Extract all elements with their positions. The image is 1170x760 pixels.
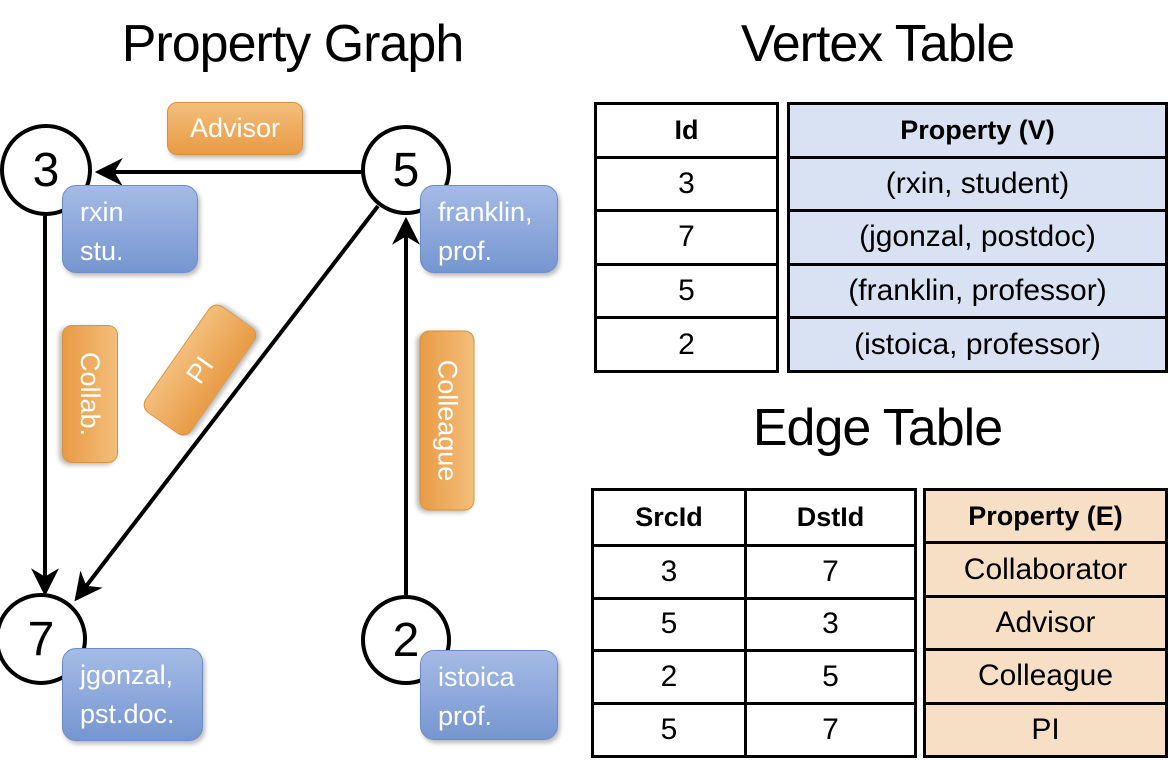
edge-table-id-columns: SrcId DstId 3 7 5 3 2 5 5 7	[591, 488, 917, 758]
vertex-property-line: prof.	[438, 701, 493, 732]
vertex-property-line: pst.doc.	[80, 699, 175, 730]
table-cell: 2	[597, 316, 776, 370]
vertex-property-line: istoica	[438, 662, 515, 692]
table-cell: PI	[926, 701, 1165, 755]
vertex-id: 2	[392, 613, 420, 667]
edge-table-header-dstid: DstId	[744, 491, 914, 544]
table-cell: Colleague	[926, 648, 1165, 701]
table-cell: (jgonzal, postdoc)	[790, 209, 1165, 263]
table-cell: 3	[744, 596, 914, 650]
vertex-property-box-rxin: rxin stu.	[62, 185, 198, 273]
vertex-property-line: franklin,	[438, 197, 533, 227]
table-cell: 3	[594, 543, 744, 597]
table-cell: 5	[594, 596, 744, 650]
edge-table-header-property: Property (E)	[968, 500, 1123, 531]
graph-edge-arrows	[31, 158, 420, 602]
table-cell: 5	[744, 649, 914, 703]
table-cell: 2	[594, 649, 744, 702]
table-cell: 7	[597, 209, 776, 263]
vertex-property-box-franklin: franklin, prof.	[420, 185, 558, 273]
table-cell: (franklin, professor)	[790, 262, 1165, 317]
vertex-node-2: 2	[361, 595, 451, 685]
table-cell: 7	[744, 702, 914, 755]
edge-table-title: Edge Table	[752, 399, 1003, 457]
edge-table-property-column: Property (E) Collaborator Advisor Collea…	[923, 488, 1168, 758]
vertex-id: 5	[392, 143, 420, 197]
table-cell: 3	[597, 155, 776, 210]
vertex-property-line: rxin	[80, 197, 124, 227]
vertex-property-line: prof.	[438, 236, 493, 267]
vertex-table-header-property: Property (V)	[900, 114, 1055, 145]
vertex-table-title: Vertex Table	[740, 15, 1015, 73]
vertex-id: 3	[32, 143, 60, 197]
vertex-table-id-column: Id 3 7 5 2	[594, 102, 779, 373]
vertex-property-box-jgonzal: jgonzal, pst.doc.	[62, 648, 203, 741]
edge-table-header-srcid: SrcId	[635, 501, 703, 532]
edge-label-colleague: Colleague	[419, 330, 475, 511]
edge-label-advisor: Advisor	[167, 102, 303, 155]
table-cell: Collaborator	[926, 541, 1165, 594]
table-cell: Advisor	[926, 594, 1165, 648]
vertex-property-box-istoica: istoica prof.	[420, 650, 558, 740]
table-cell: 5	[597, 262, 776, 317]
vertex-table-header-id: Id	[674, 114, 699, 145]
vertex-node-5: 5	[361, 125, 451, 215]
property-graph-title: Property Graph	[121, 15, 465, 73]
vertex-table-property-column: Property (V) (rxin, student) (jgonzal, p…	[787, 102, 1168, 373]
vertex-id: 7	[27, 612, 55, 666]
vertex-property-line: stu.	[80, 236, 124, 267]
edge-label-collab: Collab.	[62, 325, 118, 463]
table-cell: (rxin, student)	[790, 155, 1165, 210]
table-cell: 7	[744, 543, 914, 597]
table-cell: (istoica, professor)	[790, 316, 1165, 370]
vertex-property-line: jgonzal,	[80, 660, 174, 690]
edge-pi-line	[74, 204, 380, 602]
table-cell: 5	[594, 702, 744, 755]
